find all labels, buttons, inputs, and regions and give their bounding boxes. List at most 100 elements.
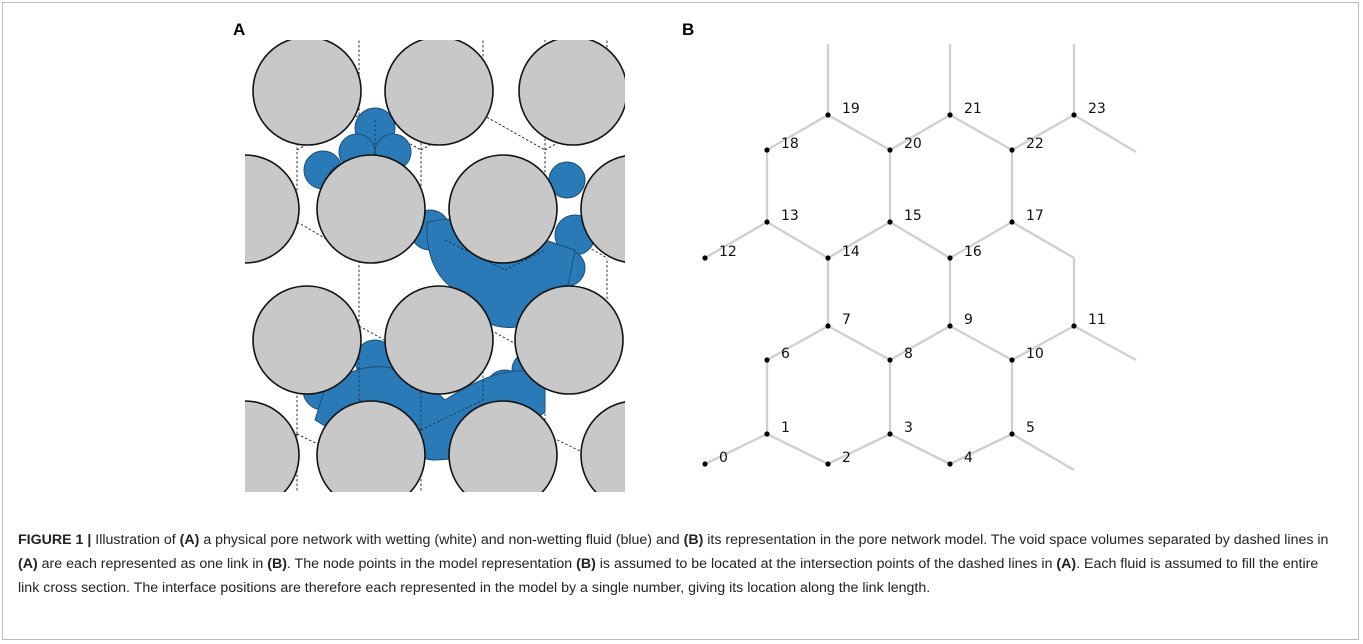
solid-grain: [245, 400, 300, 492]
model-link: [1011, 113, 1075, 152]
model-node: [887, 147, 893, 153]
model-link: [766, 324, 829, 362]
pore-boundary-line: [482, 114, 546, 151]
node-label: 9: [964, 312, 973, 328]
solid-grain: [514, 285, 624, 395]
node-label: 18: [781, 136, 799, 152]
node-label: 11: [1088, 312, 1106, 328]
model-node: [764, 147, 770, 153]
caption-text: its representation in the pore network m…: [703, 532, 1329, 548]
caption-ref-b: (B): [267, 556, 287, 572]
node-label: 4: [964, 450, 973, 466]
model-link: [949, 220, 1013, 260]
pore-boundary-line: [358, 114, 422, 151]
figure-label: FIGURE 1 |: [18, 532, 92, 548]
caption-text: . The node points in the model represent…: [286, 556, 577, 572]
model-link: [827, 113, 891, 152]
node-label: 14: [842, 244, 860, 260]
model-link: [704, 220, 768, 260]
solid-grain: [252, 40, 362, 146]
figure-caption: FIGURE 1 | Illustration of (A) a physica…: [18, 528, 1343, 600]
model-node: [887, 219, 893, 225]
node-label: 2: [842, 450, 851, 466]
solid-grain: [580, 155, 625, 263]
caption-ref-a: (A): [1056, 556, 1077, 572]
node-label: 8: [904, 346, 913, 362]
model-node: [1071, 323, 1077, 329]
model-node: [1009, 357, 1015, 363]
model-link: [827, 324, 891, 362]
solid-grain: [384, 285, 494, 395]
model-link: [889, 113, 951, 152]
solid-grain: [316, 400, 426, 492]
node-label: 5: [1026, 420, 1035, 436]
model-node: [1009, 431, 1015, 437]
model-link: [889, 220, 951, 260]
model-link: [889, 432, 951, 466]
caption-text: is assumed to be located at the intersec…: [595, 556, 1057, 572]
caption-text: are each represented as one link in: [37, 556, 268, 572]
solid-grain: [448, 400, 558, 492]
model-node: [825, 323, 831, 329]
solid-grain: [448, 154, 558, 264]
node-label: 3: [904, 420, 913, 436]
model-link: [704, 432, 768, 466]
model-link: [766, 432, 829, 466]
model-node: [947, 323, 953, 329]
model-link: [1011, 432, 1075, 472]
model-node: [1009, 147, 1015, 153]
model-link: [949, 432, 1013, 466]
node-label: 17: [1026, 208, 1044, 224]
model-node: [947, 461, 953, 467]
model-node: [764, 431, 770, 437]
caption-ref-b: (B): [576, 556, 596, 572]
node-label: 12: [719, 244, 737, 260]
node-label: 10: [1026, 346, 1044, 362]
solid-grain: [518, 40, 625, 146]
node-label: 22: [1026, 136, 1044, 152]
caption-text: a physical pore network with wetting (wh…: [199, 532, 684, 548]
node-label: 13: [781, 208, 799, 224]
solid-grains: [245, 40, 625, 492]
model-node: [947, 255, 953, 261]
model-links: [704, 44, 1137, 472]
model-link: [1073, 324, 1137, 362]
model-node: [702, 461, 708, 467]
model-node: [764, 219, 770, 225]
node-label: 6: [781, 346, 790, 362]
panel-a-label: A: [233, 20, 246, 39]
model-node: [825, 112, 831, 118]
model-link: [1011, 324, 1075, 362]
caption-text: . Each fluid is assumed to fill the enti…: [18, 556, 1319, 596]
model-node: [1009, 219, 1015, 225]
solid-grain: [580, 401, 625, 492]
model-link: [827, 220, 891, 260]
node-label: 23: [1088, 101, 1106, 117]
node-label: 21: [964, 101, 982, 117]
solid-grain: [384, 40, 494, 146]
model-node: [764, 357, 770, 363]
caption-text: Illustration of: [91, 532, 180, 548]
model-link: [1011, 220, 1075, 260]
model-link: [827, 432, 891, 466]
solid-grain: [245, 154, 300, 264]
model-link: [766, 220, 829, 260]
model-link: [949, 113, 1013, 152]
node-label: 1: [781, 420, 790, 436]
pore-network-illustration: [245, 40, 625, 492]
pore-boundary-line: [420, 399, 484, 431]
pore-boundary-line: [504, 249, 546, 271]
model-node: [825, 255, 831, 261]
model-link: [766, 113, 829, 152]
model-node: [702, 255, 708, 261]
solid-grain: [252, 285, 362, 395]
node-label: 20: [904, 136, 922, 152]
model-node: [1071, 112, 1077, 118]
node-label: 7: [842, 312, 851, 328]
model-link: [949, 324, 1013, 362]
node-label: 15: [904, 208, 922, 224]
model-link: [1073, 113, 1137, 154]
